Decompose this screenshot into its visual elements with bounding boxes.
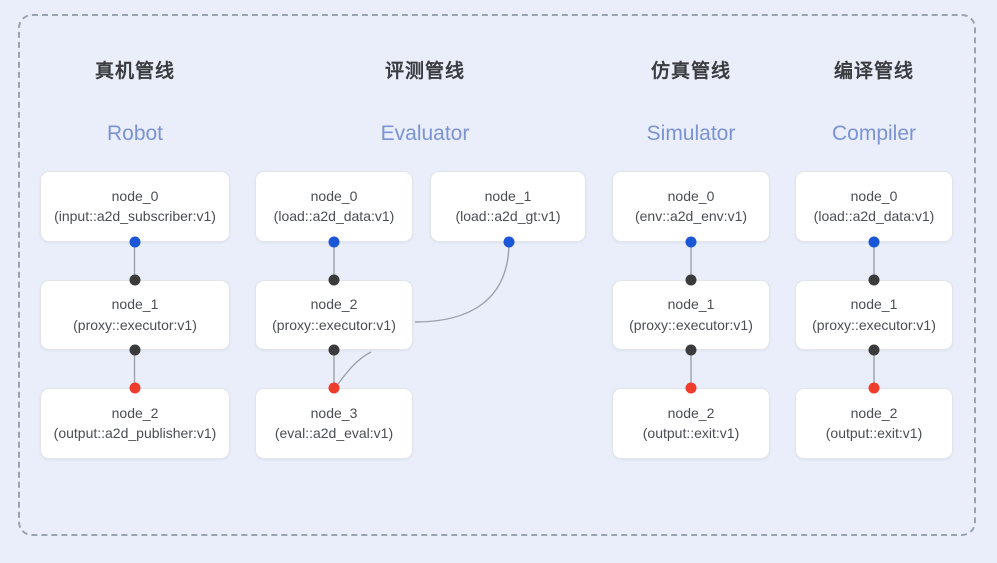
- node-type: (load::a2d_gt:v1): [455, 208, 561, 224]
- node-name: node_2: [850, 404, 898, 421]
- port-input-evaluator-3[interactable]: [328, 382, 340, 394]
- node-type: (input::a2d_subscriber:v1): [54, 208, 216, 224]
- node-name: node_1: [667, 296, 715, 313]
- port-output-evaluator-2[interactable]: [328, 344, 340, 356]
- node-robot-2[interactable]: node_2 (output::a2d_publisher:v1): [40, 388, 230, 459]
- port-output-evaluator-1[interactable]: [503, 236, 515, 248]
- node-simulator-0[interactable]: node_0 (env::a2d_env:v1): [612, 171, 770, 242]
- node-name: node_2: [667, 404, 715, 421]
- node-compiler-0[interactable]: node_0 (load::a2d_data:v1): [795, 171, 953, 242]
- node-type: (output::exit:v1): [825, 425, 923, 441]
- node-robot-0[interactable]: node_0 (input::a2d_subscriber:v1): [40, 171, 230, 242]
- node-evaluator-0[interactable]: node_0 (load::a2d_data:v1): [255, 171, 413, 242]
- port-output-robot-0[interactable]: [129, 236, 140, 248]
- node-name: node_1: [111, 296, 159, 313]
- node-compiler-2[interactable]: node_2 (output::exit:v1): [795, 388, 953, 459]
- node-type: (output::exit:v1): [642, 425, 740, 441]
- node-name: node_0: [111, 187, 159, 204]
- node-name: node_0: [310, 187, 358, 204]
- node-type: (proxy::executor:v1): [73, 316, 197, 333]
- port-output-robot-1[interactable]: [129, 344, 140, 356]
- port-output-simulator-1[interactable]: [685, 344, 697, 356]
- node-simulator-1[interactable]: node_1 (proxy::executor:v1): [612, 280, 770, 350]
- node-type: (eval::a2d_eval:v1): [274, 425, 394, 441]
- node-type: (proxy::executor:v1): [812, 316, 936, 333]
- node-name: node_0: [667, 187, 715, 204]
- node-robot-1[interactable]: node_1 (proxy::executor:v1): [40, 280, 230, 350]
- port-output-compiler-0[interactable]: [868, 236, 880, 248]
- node-type: (output::a2d_publisher:v1): [53, 425, 217, 441]
- node-name: node_2: [310, 296, 358, 313]
- node-type: (proxy::executor:v1): [272, 316, 396, 333]
- node-simulator-2[interactable]: node_2 (output::exit:v1): [612, 388, 770, 459]
- port-output-compiler-1[interactable]: [868, 344, 880, 356]
- port-input-evaluator-2[interactable]: [328, 274, 340, 286]
- port-input-simulator-2[interactable]: [685, 382, 697, 394]
- node-evaluator-1[interactable]: node_1 (load::a2d_gt:v1): [430, 171, 586, 242]
- node-type: (env::a2d_env:v1): [634, 208, 748, 224]
- node-name: node_3: [310, 404, 358, 421]
- port-input-robot-1[interactable]: [129, 274, 140, 286]
- diagram-dashed-frame: [18, 14, 976, 536]
- node-evaluator-3[interactable]: node_3 (eval::a2d_eval:v1): [255, 388, 413, 459]
- port-input-simulator-1[interactable]: [685, 274, 697, 286]
- node-evaluator-2[interactable]: node_2 (proxy::executor:v1): [255, 280, 413, 350]
- node-type: (load::a2d_data:v1): [813, 208, 935, 224]
- port-output-simulator-0[interactable]: [685, 236, 697, 248]
- node-name: node_2: [111, 404, 159, 421]
- node-type: (proxy::executor:v1): [629, 316, 753, 333]
- port-input-compiler-1[interactable]: [868, 274, 880, 286]
- port-input-robot-2[interactable]: [129, 382, 140, 394]
- port-output-evaluator-0[interactable]: [328, 236, 340, 248]
- port-input-compiler-2[interactable]: [868, 382, 880, 394]
- node-type: (load::a2d_data:v1): [273, 208, 395, 224]
- node-name: node_0: [850, 187, 898, 204]
- node-compiler-1[interactable]: node_1 (proxy::executor:v1): [795, 280, 953, 350]
- node-name: node_1: [484, 187, 532, 204]
- node-name: node_1: [850, 296, 898, 313]
